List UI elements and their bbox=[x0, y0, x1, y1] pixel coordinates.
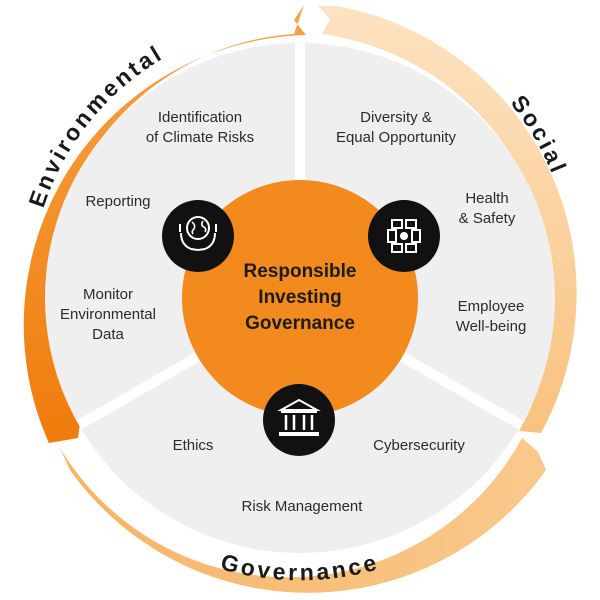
social-item-health-safety: Health & Safety bbox=[458, 190, 516, 227]
social-item-wellbeing: Employee Well-being bbox=[455, 298, 527, 335]
social-arc bbox=[318, 6, 577, 433]
social-item-diversity: Diversity & Equal Opportunity bbox=[335, 109, 457, 146]
center-title: Responsible Investing Governance bbox=[243, 261, 357, 334]
institution-building-icon bbox=[263, 384, 335, 456]
environmental-arc bbox=[23, 5, 306, 443]
environmental-item-reporting: Reporting bbox=[85, 193, 151, 210]
governance-item-cybersecurity: Cybersecurity bbox=[373, 437, 465, 454]
governance-arc bbox=[60, 438, 546, 593]
governance-item-risk-management: Risk Management bbox=[241, 498, 363, 515]
environmental-item-climate-risks: Identification of Climate Risks bbox=[145, 109, 255, 146]
environmental-item-monitor-data: Monitor Environmental Data bbox=[60, 286, 156, 343]
governance-item-ethics: Ethics bbox=[172, 437, 214, 454]
globe-in-hands-icon bbox=[162, 200, 234, 272]
center-circle bbox=[182, 180, 418, 416]
joined-hands-icon bbox=[368, 200, 440, 272]
